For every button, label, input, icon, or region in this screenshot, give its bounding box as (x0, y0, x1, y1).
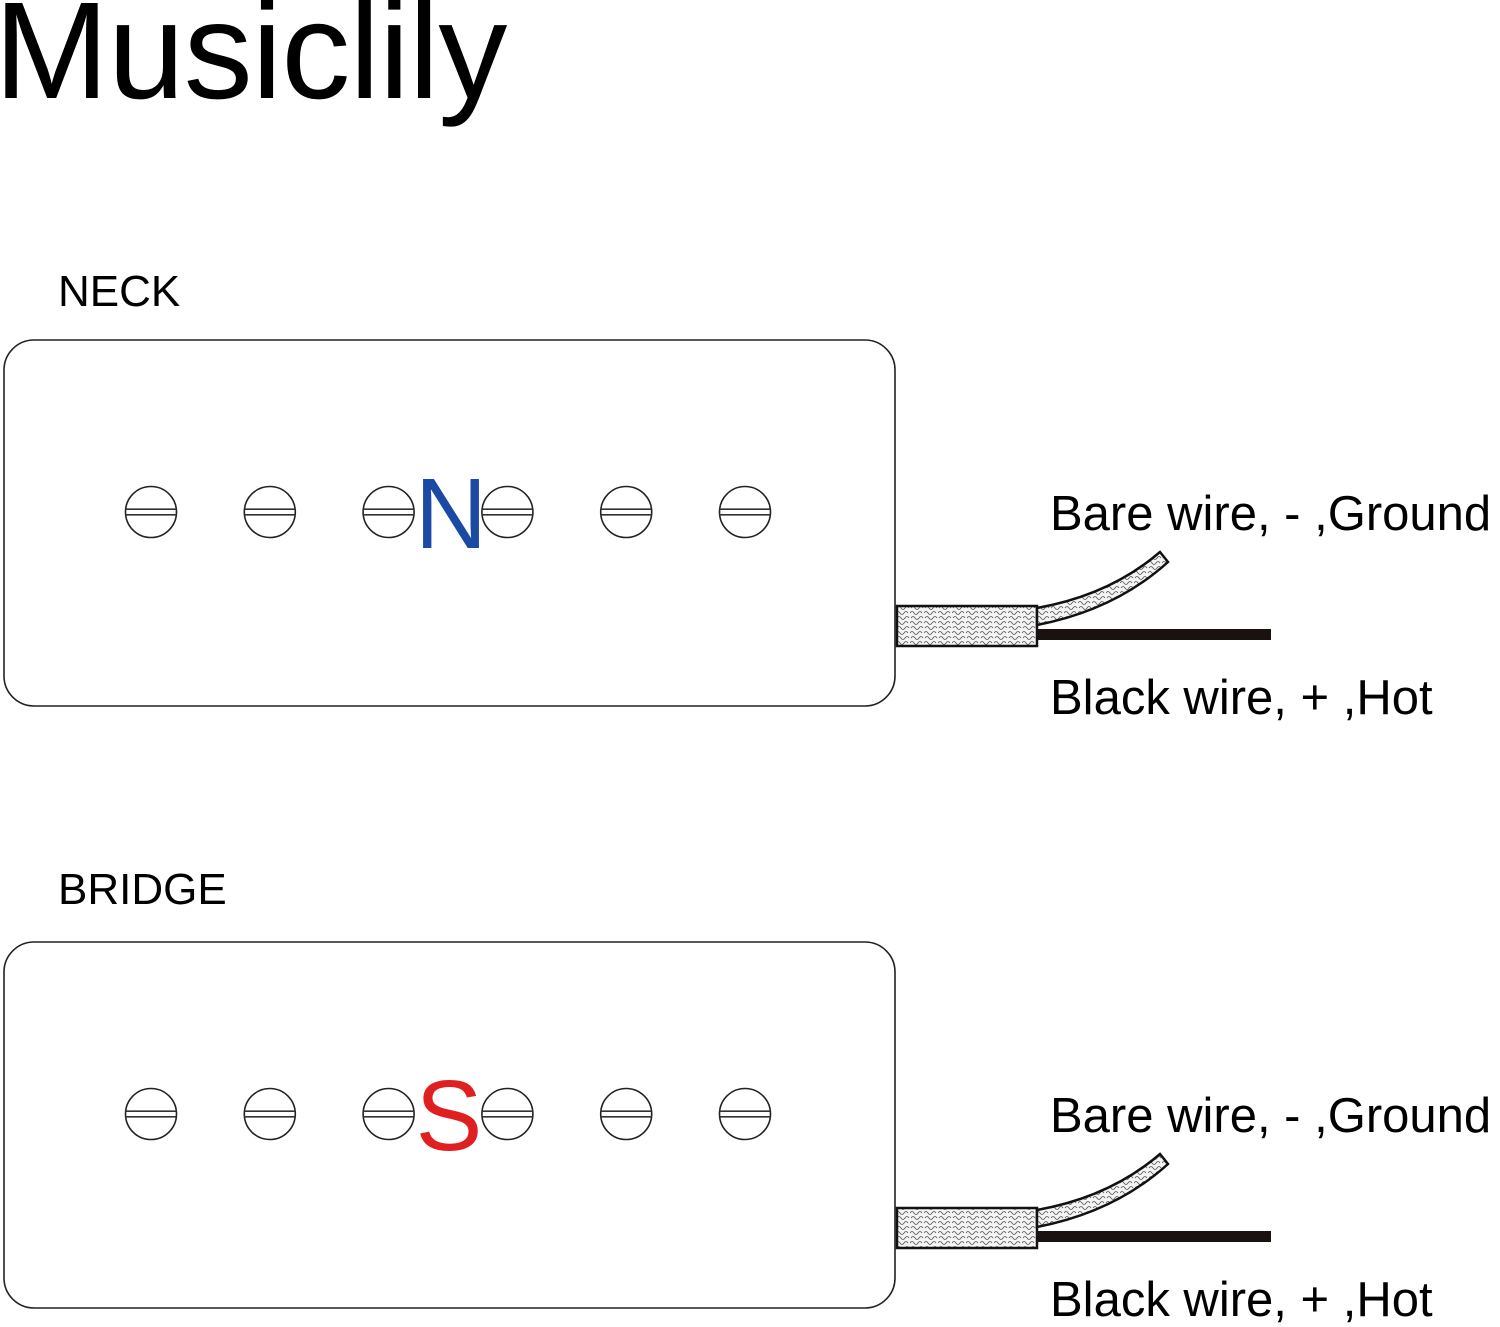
pole-screw (362, 1087, 415, 1141)
bridge-cable (895, 1152, 1271, 1250)
neck-cable-sheath (895, 604, 1039, 648)
bridge-bare-wire-label: Bare wire, - ,Ground (1050, 1089, 1492, 1143)
pole-screw-head (718, 1087, 772, 1141)
pole-screw-head (243, 485, 297, 539)
bridge-pickup-cover (3, 941, 896, 1309)
bridge-polarity-letter: S (416, 1060, 483, 1172)
neck-bare-wire-label: Bare wire, - ,Ground (1050, 487, 1492, 541)
neck-pickup: N (3, 339, 1271, 707)
bridge-cable-sheath (895, 1206, 1039, 1250)
bridge-bare-wire (1035, 1152, 1170, 1229)
pole-screw (243, 485, 297, 539)
pole-screw (124, 485, 178, 539)
bridge-pickup: S (3, 941, 1271, 1309)
neck-black-wire (1037, 629, 1271, 640)
pole-screw-head (718, 485, 772, 539)
neck-polarity-letter: N (415, 458, 487, 570)
neck-pole-pieces (124, 485, 772, 539)
pole-screw-head (362, 485, 415, 539)
bridge-pole-pieces (124, 1087, 772, 1141)
pole-screw (481, 1087, 534, 1141)
pole-screw (362, 485, 415, 539)
pole-screw-head (362, 1087, 415, 1141)
pole-screw (481, 485, 534, 539)
neck-black-wire-label: Black wire, + ,Hot (1050, 671, 1433, 725)
pole-screw (718, 485, 772, 539)
pole-screw (718, 1087, 772, 1141)
bridge-black-wire (1037, 1231, 1271, 1242)
brand-logo-text: Musiclily (0, 0, 507, 128)
pole-screw-head (481, 1087, 534, 1141)
neck-label: NECK (58, 267, 181, 316)
pole-screw-head (124, 1087, 178, 1141)
pole-screw (599, 1087, 653, 1141)
pole-screw-head (599, 485, 653, 539)
neck-pickup-cover (3, 339, 896, 707)
pole-screw-head (481, 485, 534, 539)
neck-cable (895, 550, 1271, 648)
pole-screw (124, 1087, 178, 1141)
pole-screw-head (243, 1087, 297, 1141)
pole-screw-head (599, 1087, 653, 1141)
neck-bare-wire (1035, 550, 1170, 627)
bridge-label: BRIDGE (58, 865, 227, 914)
bridge-black-wire-label: Black wire, + ,Hot (1050, 1273, 1433, 1327)
pole-screw (243, 1087, 297, 1141)
pole-screw (599, 485, 653, 539)
pole-screw-head (124, 485, 178, 539)
